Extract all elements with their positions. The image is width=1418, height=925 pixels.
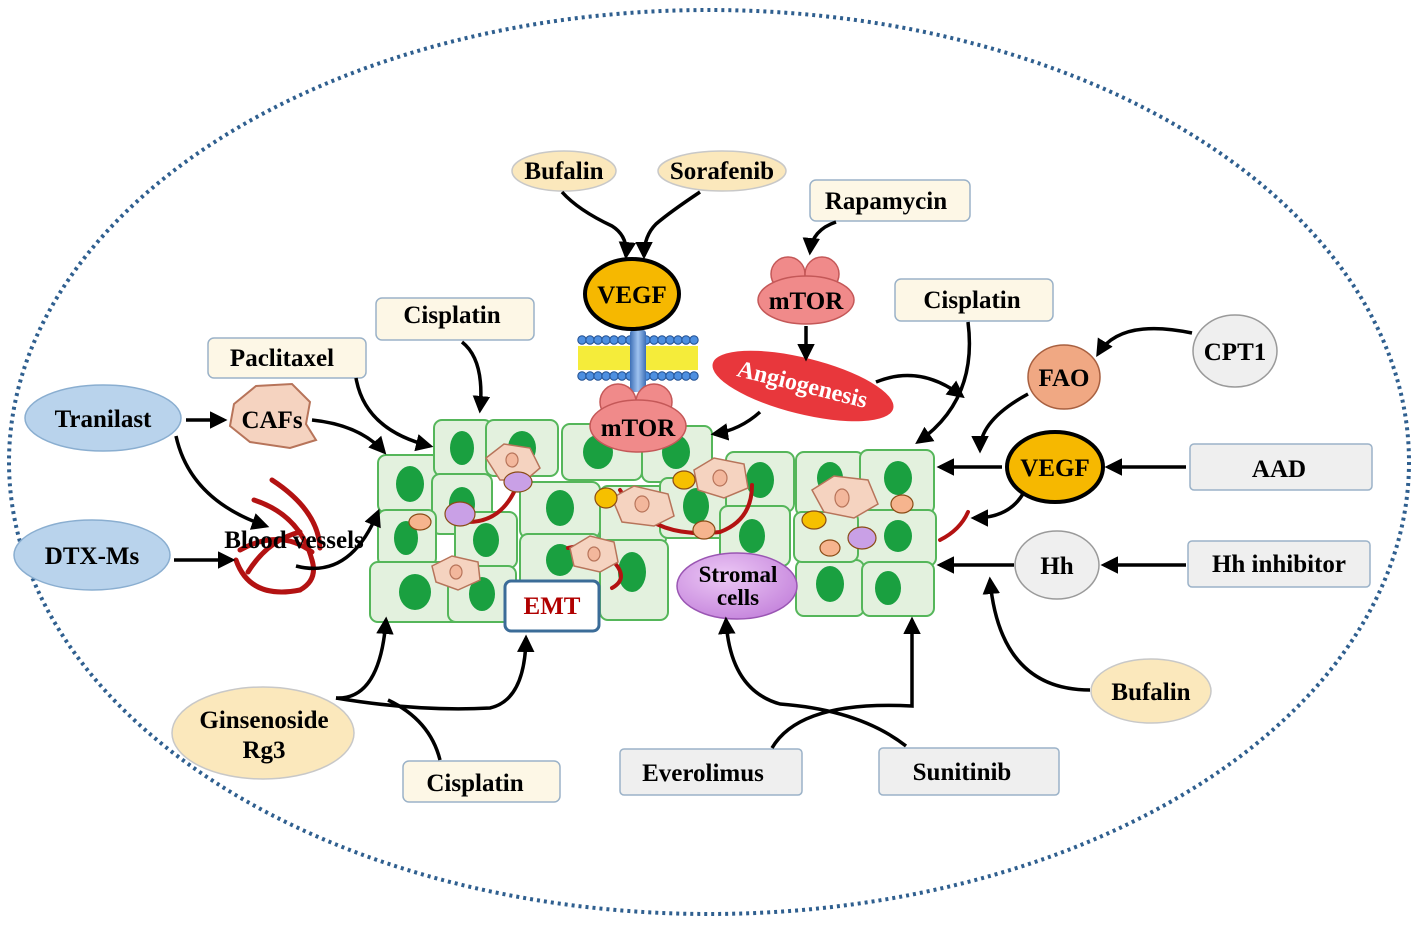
- stromal-label-line1: Stromal: [699, 562, 778, 587]
- everolimus-box: [619, 748, 803, 796]
- fao-node: [1027, 344, 1101, 410]
- cisplatin-top-box: [375, 297, 535, 341]
- cafs-node: [228, 382, 318, 450]
- sorafenib-node: [657, 150, 787, 192]
- cisplatin-top-label: Cisplatin: [403, 302, 500, 329]
- dtx-ms-node: [13, 519, 171, 591]
- paclitaxel-box: [207, 337, 367, 379]
- stromal-cells-node: [676, 552, 798, 620]
- bufalin-bottom-node: [1090, 658, 1212, 724]
- hh-inhibitor-label: Hh inhibitor: [1212, 551, 1346, 578]
- aad-box: [1189, 443, 1373, 491]
- everolimus-label: Everolimus: [642, 760, 764, 787]
- cisplatin-right-box: [894, 278, 1054, 322]
- dtx-ms-label: DTX-Ms: [45, 543, 140, 570]
- vegf-right-node: [1005, 430, 1105, 504]
- tranilast-label: Tranilast: [55, 406, 152, 433]
- blood-vessels-label: Blood vessels: [224, 527, 364, 554]
- angiogenesis-node: [712, 350, 894, 422]
- rapamycin-box: [809, 179, 971, 222]
- cpt1-node: [1192, 314, 1278, 388]
- cisplatin-bottom-box: [402, 760, 561, 803]
- emt-box: [503, 579, 601, 633]
- tissue: [369, 419, 970, 623]
- cisplatin-bottom-label: Cisplatin: [426, 770, 523, 797]
- fibroblast-nuclei: [449, 452, 850, 580]
- emt-label: EMT: [524, 593, 581, 620]
- hh-inhibitor-box: [1187, 540, 1371, 588]
- sunitinib-box: [878, 747, 1060, 796]
- sorafenib-label: Sorafenib: [670, 158, 774, 185]
- cafs-label: CAFs: [241, 407, 302, 434]
- bufalin-top-label: Bufalin: [524, 158, 603, 185]
- ginsenoside-label-line2: Rg3: [242, 737, 285, 764]
- bufalin-bottom-label: Bufalin: [1111, 679, 1190, 706]
- aad-label: AAD: [1252, 456, 1306, 483]
- bufalin-top-node: [511, 150, 617, 192]
- mtor-top-node: [757, 256, 855, 325]
- ginsenoside-node: [171, 686, 355, 780]
- rapamycin-label: Rapamycin: [825, 188, 947, 215]
- vegf-top-label: VEGF: [597, 282, 666, 309]
- outer-boundary: [7, 8, 1411, 916]
- immune-cells: [408, 470, 914, 557]
- vegf-right-label: VEGF: [1020, 455, 1089, 482]
- mtor-membrane-label: mTOR: [601, 415, 676, 442]
- arrows: [174, 190, 1193, 761]
- paclitaxel-label: Paclitaxel: [230, 345, 334, 372]
- stromal-label-line2: cells: [717, 585, 759, 610]
- tranilast-node: [24, 384, 182, 452]
- ginsenoside-label-line1: Ginsenoside: [199, 707, 328, 734]
- mtor-top-label: mTOR: [769, 288, 844, 315]
- cisplatin-right-label: Cisplatin: [923, 287, 1020, 314]
- hh-node: [1014, 530, 1100, 600]
- cell-membrane: [577, 330, 699, 392]
- blood-vessels-graphic: [233, 477, 323, 595]
- fao-label: FAO: [1039, 365, 1090, 392]
- sunitinib-label: Sunitinib: [913, 759, 1012, 786]
- hh-label: Hh: [1040, 553, 1073, 580]
- cpt1-label: CPT1: [1204, 339, 1267, 366]
- mtor-membrane-node: [589, 383, 687, 453]
